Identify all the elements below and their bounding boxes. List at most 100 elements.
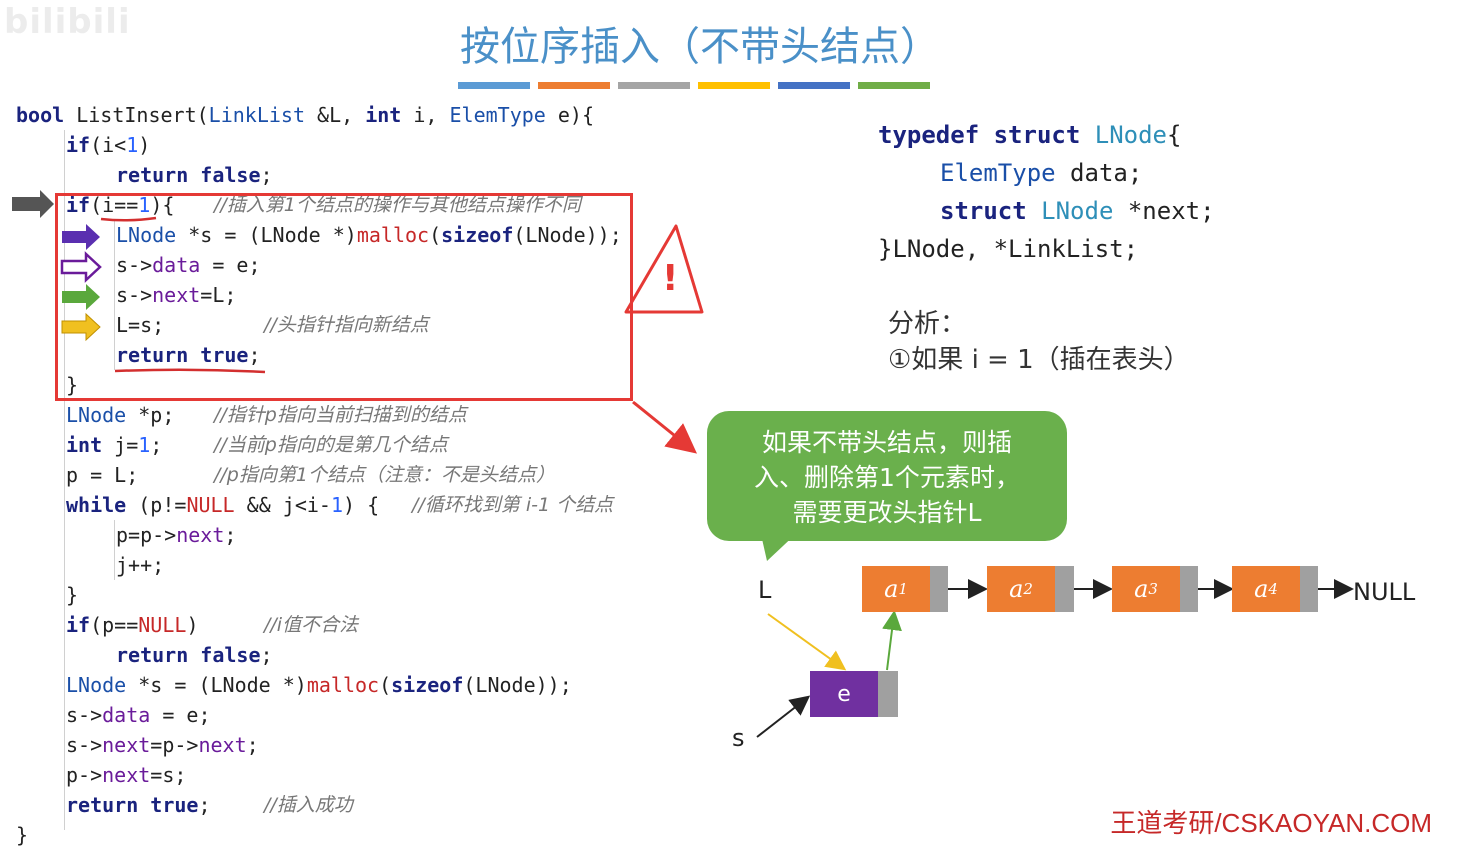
- code-comment: //指针p指向当前扫描到的结点: [214, 404, 467, 426]
- code-text: *p;: [126, 403, 175, 427]
- code-text: =p->: [150, 733, 199, 757]
- keyword: struct: [940, 197, 1042, 225]
- code-text: (: [379, 673, 392, 697]
- code-line-14: while (p!=NULL && j<i-1) {: [66, 490, 379, 520]
- type-name: LNode: [66, 673, 127, 697]
- member-name: next: [102, 733, 151, 757]
- warning-icon: [624, 224, 704, 314]
- type-name: LNode: [66, 403, 127, 427]
- number: 1: [138, 193, 151, 217]
- keyword: bool: [16, 103, 65, 127]
- null-constant: NULL: [186, 493, 235, 517]
- member-name: next: [198, 733, 247, 757]
- struct-line-1: typedef struct LNode{: [878, 116, 1215, 154]
- type-name: ElemType: [449, 103, 546, 127]
- color-bar-1: [458, 82, 530, 89]
- keyword: if: [66, 193, 91, 217]
- struct-line-3: struct LNode *next;: [878, 192, 1215, 230]
- code-line-25: }: [16, 820, 28, 850]
- code-text: (i<: [90, 133, 127, 157]
- code-text: ListInsert(: [64, 103, 209, 127]
- code-text: (p!=: [126, 493, 187, 517]
- keyword: return false: [116, 163, 261, 187]
- step-arrow-purple-icon: [62, 224, 100, 250]
- code-line-3: return false;: [116, 160, 273, 190]
- analysis: 分析： ①如果 i = 1（插在表头）: [888, 306, 1190, 378]
- code-text: (: [429, 223, 442, 247]
- step-arrow-outline-icon: [60, 251, 102, 283]
- color-bar-6: [858, 82, 930, 89]
- code-line-21: s->data = e;: [66, 700, 211, 730]
- indent-guide: [64, 130, 65, 830]
- keyword: int: [365, 103, 402, 127]
- keyword: return true: [66, 793, 199, 817]
- code-line-17: }: [66, 580, 78, 610]
- color-bar-4: [698, 82, 770, 89]
- code-text: ) {: [342, 493, 380, 517]
- code-text: (p==: [90, 613, 139, 637]
- code-text: ){: [150, 193, 175, 217]
- code-comment: //循环找到第 i-1 个结点: [412, 494, 614, 516]
- number: 1: [126, 133, 139, 157]
- note-bubble: 如果不带头结点，则插 入、删除第1个元素时， 需要更改头指针L: [707, 411, 1067, 541]
- code-line-24: return true;: [66, 790, 211, 820]
- code-text: ;: [260, 643, 273, 667]
- struct-line-4: }LNode, *LinkList;: [878, 230, 1215, 268]
- keyword: return true: [116, 343, 249, 367]
- code-line-15: p=p->next;: [116, 520, 236, 550]
- function-name: malloc: [356, 223, 430, 247]
- keyword: typedef: [878, 121, 980, 149]
- code-text: ;: [260, 163, 273, 187]
- member-name: data: [152, 253, 201, 277]
- type-name: LNode: [1094, 121, 1167, 149]
- code-comment: //头指针指向新结点: [264, 314, 429, 336]
- bubble-line: 需要更改头指针L: [792, 498, 982, 527]
- member-name: data: [102, 703, 151, 727]
- member-name: next: [176, 523, 225, 547]
- function-name: malloc: [306, 673, 380, 697]
- pointer-s-arrow: [756, 695, 811, 738]
- analysis-item: ①如果 i = 1（插在表头）: [888, 345, 1190, 375]
- code-line-19: return false;: [116, 640, 273, 670]
- code-text: ;: [248, 343, 261, 367]
- underline-mark: [100, 216, 157, 222]
- code-text: = e;: [200, 253, 261, 277]
- code-comment: //i值不合法: [264, 614, 359, 636]
- code-text: e){: [545, 103, 595, 127]
- type-name: ElemType: [940, 159, 1056, 187]
- label-L: L: [758, 576, 772, 604]
- code-text: ;: [198, 793, 211, 817]
- node-base: a: [884, 575, 899, 603]
- color-bar-3: [618, 82, 690, 89]
- node-pointer: [878, 671, 898, 717]
- code-line-22: s->next=p->next;: [66, 730, 259, 760]
- watermark: bilibili: [4, 2, 131, 42]
- struct-definition: typedef struct LNode{ ElemType data; str…: [878, 116, 1215, 268]
- code-text: }LNode, *LinkList;: [878, 235, 1139, 263]
- struct-line-2: ElemType data;: [878, 154, 1215, 192]
- keyword: int: [66, 433, 103, 457]
- code-text: j++;: [116, 553, 165, 577]
- warning-mark: !: [662, 258, 679, 299]
- code-text: }: [66, 583, 79, 607]
- bubble-line: 入、删除第1个元素时，: [754, 463, 1020, 492]
- code-line-6: s->data = e;: [116, 250, 261, 280]
- color-bar-2: [538, 82, 610, 89]
- keyword: sizeof: [391, 673, 464, 697]
- indent-guide: [114, 220, 115, 370]
- code-text: s->: [116, 283, 153, 307]
- code-line-16: j++;: [116, 550, 164, 580]
- code-line-10: }: [66, 370, 78, 400]
- member-name: next: [152, 283, 201, 307]
- code-text: data;: [1055, 159, 1143, 187]
- code-line-5: LNode *s = (LNode *)malloc(sizeof(LNode)…: [116, 220, 622, 250]
- new-node-value: e: [810, 671, 878, 717]
- code-text: *next;: [1113, 197, 1215, 225]
- code-text: =s;: [150, 763, 187, 787]
- code-text: {: [1167, 121, 1182, 149]
